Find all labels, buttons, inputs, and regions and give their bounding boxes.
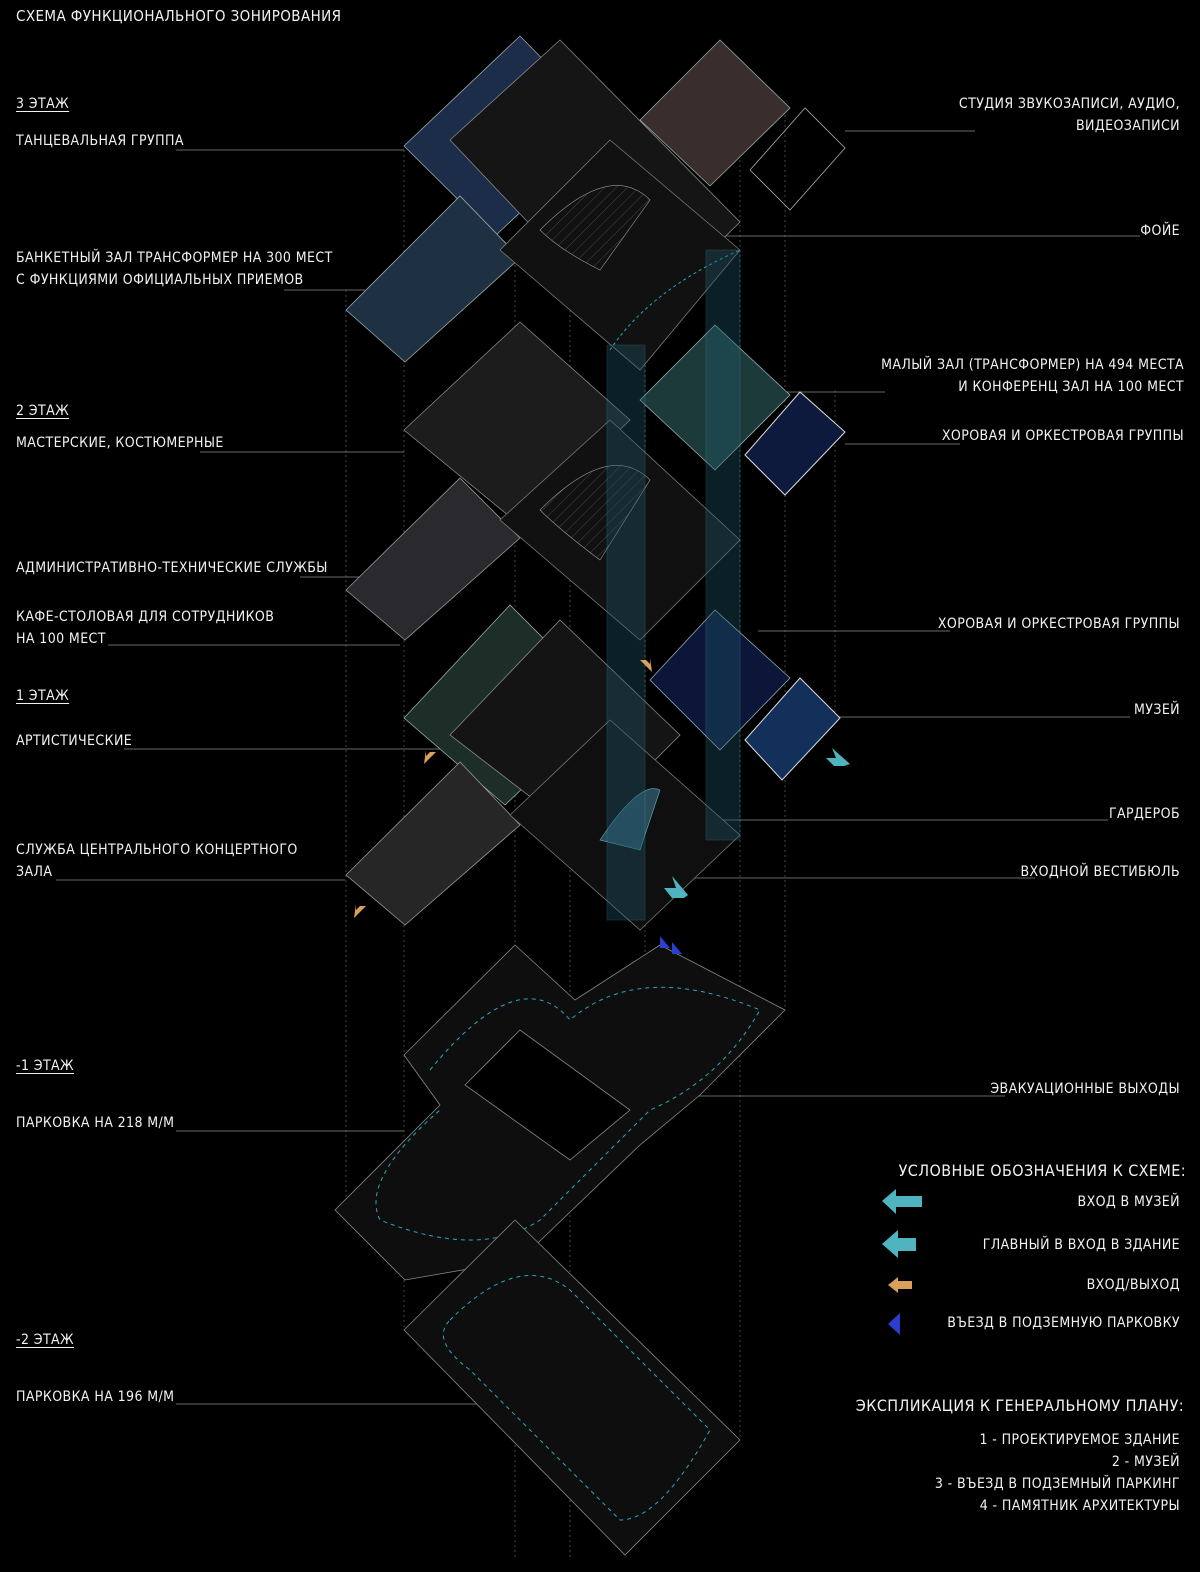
floor-3-plan <box>345 35 846 371</box>
legend-icons <box>882 1189 922 1335</box>
legend-title: УСЛОВНЫЕ ОБОЗНАЧЕНИЯ К СХЕМЕ: <box>898 1161 1186 1180</box>
label-artists: АРТИСТИЧЕСКИЕ <box>16 733 133 749</box>
floor-minus-1-label: -1 ЭТАЖ <box>16 1058 75 1074</box>
museum-zone <box>744 677 841 781</box>
auditorium-seating-3 <box>539 185 651 271</box>
explication-title: ЭКСПЛИКАЦИЯ К ГЕНЕРАЛЬНОМУ ПЛАНУ: <box>855 1396 1184 1415</box>
legend-parking-entry-icon <box>888 1313 900 1335</box>
small-hall-zone <box>639 324 791 471</box>
label-cafe-line2: НА 100 МЕСТ <box>16 631 106 647</box>
entrance-exit-arrow-icon <box>640 654 652 672</box>
entrance-exit-arrow-icon <box>354 900 366 918</box>
auditorium-floor-3 <box>499 139 741 371</box>
legend-label-parking-entry: ВЪЕЗД В ПОДЗЕМНУЮ ПАРКОВКУ <box>947 1315 1180 1331</box>
parking-196-route <box>442 1275 711 1521</box>
label-evacuation-exits: ЭВАКУАЦИОННЫЕ ВЫХОДЫ <box>990 1081 1180 1097</box>
parking-196-plate <box>403 1219 741 1556</box>
explication-item-2: 2 - МУЗЕЙ <box>1111 1454 1180 1470</box>
label-choir-floor1: ХОРОВАЯ И ОРКЕСТРОВАЯ ГРУППЫ <box>937 616 1180 632</box>
label-foyer: ФОЙЕ <box>1140 223 1180 239</box>
label-banquet-line1: БАНКЕТНЫЙ ЗАЛ ТРАНСФОРМЕР НА 300 МЕСТ <box>16 250 333 266</box>
label-service-line1: СЛУЖБА ЦЕНТРАЛЬНОГО КОНЦЕРТНОГО <box>16 842 298 858</box>
explication-item-1: 1 - ПРОЕКТИРУЕМОЕ ЗДАНИЕ <box>979 1432 1180 1448</box>
legend-label-museum-entrance: ВХОД В МУЗЕЙ <box>1077 1194 1180 1210</box>
floor-1-label: 1 ЭТАЖ <box>16 688 70 704</box>
auditorium-seating-2 <box>539 465 651 561</box>
workshops-zone <box>403 321 631 526</box>
choir-orchestra-zone-2 <box>744 391 846 496</box>
floor-2-plan <box>345 321 846 641</box>
museum-entrance-arrow-icon <box>826 748 850 766</box>
label-small-hall-line1: МАЛЫЙ ЗАЛ (ТРАНСФОРМЕР) НА 494 МЕСТА <box>881 357 1184 373</box>
studio-volume-outline <box>749 107 846 211</box>
legend-main-entrance-icon <box>882 1230 916 1258</box>
floor-minus-2-label: -2 ЭТАЖ <box>16 1332 75 1348</box>
label-service-line2: ЗАЛА <box>16 864 53 880</box>
plan-arrows <box>354 654 850 954</box>
parking-entry-triangle-icon <box>672 942 682 954</box>
cloakroom-zone <box>599 788 661 851</box>
auditorium-floor-2 <box>499 419 741 641</box>
choir-orchestra-zone-1 <box>649 609 791 751</box>
floor-1-plan <box>345 604 841 931</box>
atrium-columns <box>606 249 741 921</box>
legend-label-entrance-exit: ВХОД/ВЫХОД <box>1086 1277 1180 1293</box>
recording-studio-zone <box>639 39 791 187</box>
label-museum: МУЗЕЙ <box>1134 702 1180 718</box>
label-banquet-line2: С ФУНКЦИЯМИ ОФИЦИАЛЬНЫХ ПРИЕМОВ <box>16 272 304 288</box>
label-small-hall-line2: И КОНФЕРЕНЦ ЗАЛ НА 100 МЕСТ <box>958 379 1184 395</box>
label-studio-line2: ВИДЕОЗАПИСИ <box>1076 118 1180 134</box>
legend-entrance-exit-icon <box>888 1277 912 1293</box>
explication-item-3: 3 - ВЪЕЗД В ПОДЗЕМНЫЙ ПАРКИНГ <box>934 1476 1180 1492</box>
label-entrance-lobby: ВХОДНОЙ ВЕСТИБЮЛЬ <box>1020 864 1180 880</box>
label-parking-196: ПАРКОВКА НА 196 М/М <box>16 1389 175 1405</box>
label-choir-floor2: ХОРОВАЯ И ОРКЕСТРОВАЯ ГРУППЫ <box>941 428 1184 444</box>
label-parking-218: ПАРКОВКА НА 218 М/М <box>16 1115 175 1131</box>
admin-services-zone <box>345 477 521 641</box>
floor-2-label: 2 ЭТАЖ <box>16 403 70 419</box>
label-studio-line1: СТУДИЯ ЗВУКОЗАПИСИ, АУДИО, <box>958 96 1180 112</box>
label-cafe-line1: КАФЕ-СТОЛОВАЯ ДЛЯ СОТРУДНИКОВ <box>16 609 275 625</box>
central-hall-service-zone <box>345 761 521 926</box>
label-workshops: МАСТЕРСКИЕ, КОСТЮМЕРНЫЕ <box>16 435 224 451</box>
explication-item-4: 4 - ПАМЯТНИК АРХИТЕКТУРЫ <box>979 1498 1180 1514</box>
parking-218-route <box>375 986 761 1241</box>
parking-entry-triangle-icon <box>660 936 670 948</box>
floor-minus-2-plan <box>403 1219 741 1556</box>
legend-museum-entrance-icon <box>882 1189 922 1214</box>
floor-3-label: 3 ЭТАЖ <box>16 96 70 112</box>
diagram-title: СХЕМА ФУНКЦИОНАЛЬНОГО ЗОНИРОВАНИЯ <box>16 7 342 25</box>
main-entrance-arrow-icon <box>664 876 688 898</box>
entrance-exit-arrow-icon <box>424 746 436 764</box>
label-dance-group: ТАНЦЕВАЛЬНАЯ ГРУППА <box>16 133 184 149</box>
legend-label-main-entrance: ГЛАВНЫЙ В ВХОД В ЗДАНИЕ <box>982 1237 1180 1253</box>
label-admin-services: АДМИНИСТРАТИВНО-ТЕХНИЧЕСКИЕ СЛУЖБЫ <box>16 560 328 576</box>
floor-minus-1-plan <box>334 944 786 1281</box>
label-cloakroom: ГАРДЕРОБ <box>1108 806 1180 822</box>
